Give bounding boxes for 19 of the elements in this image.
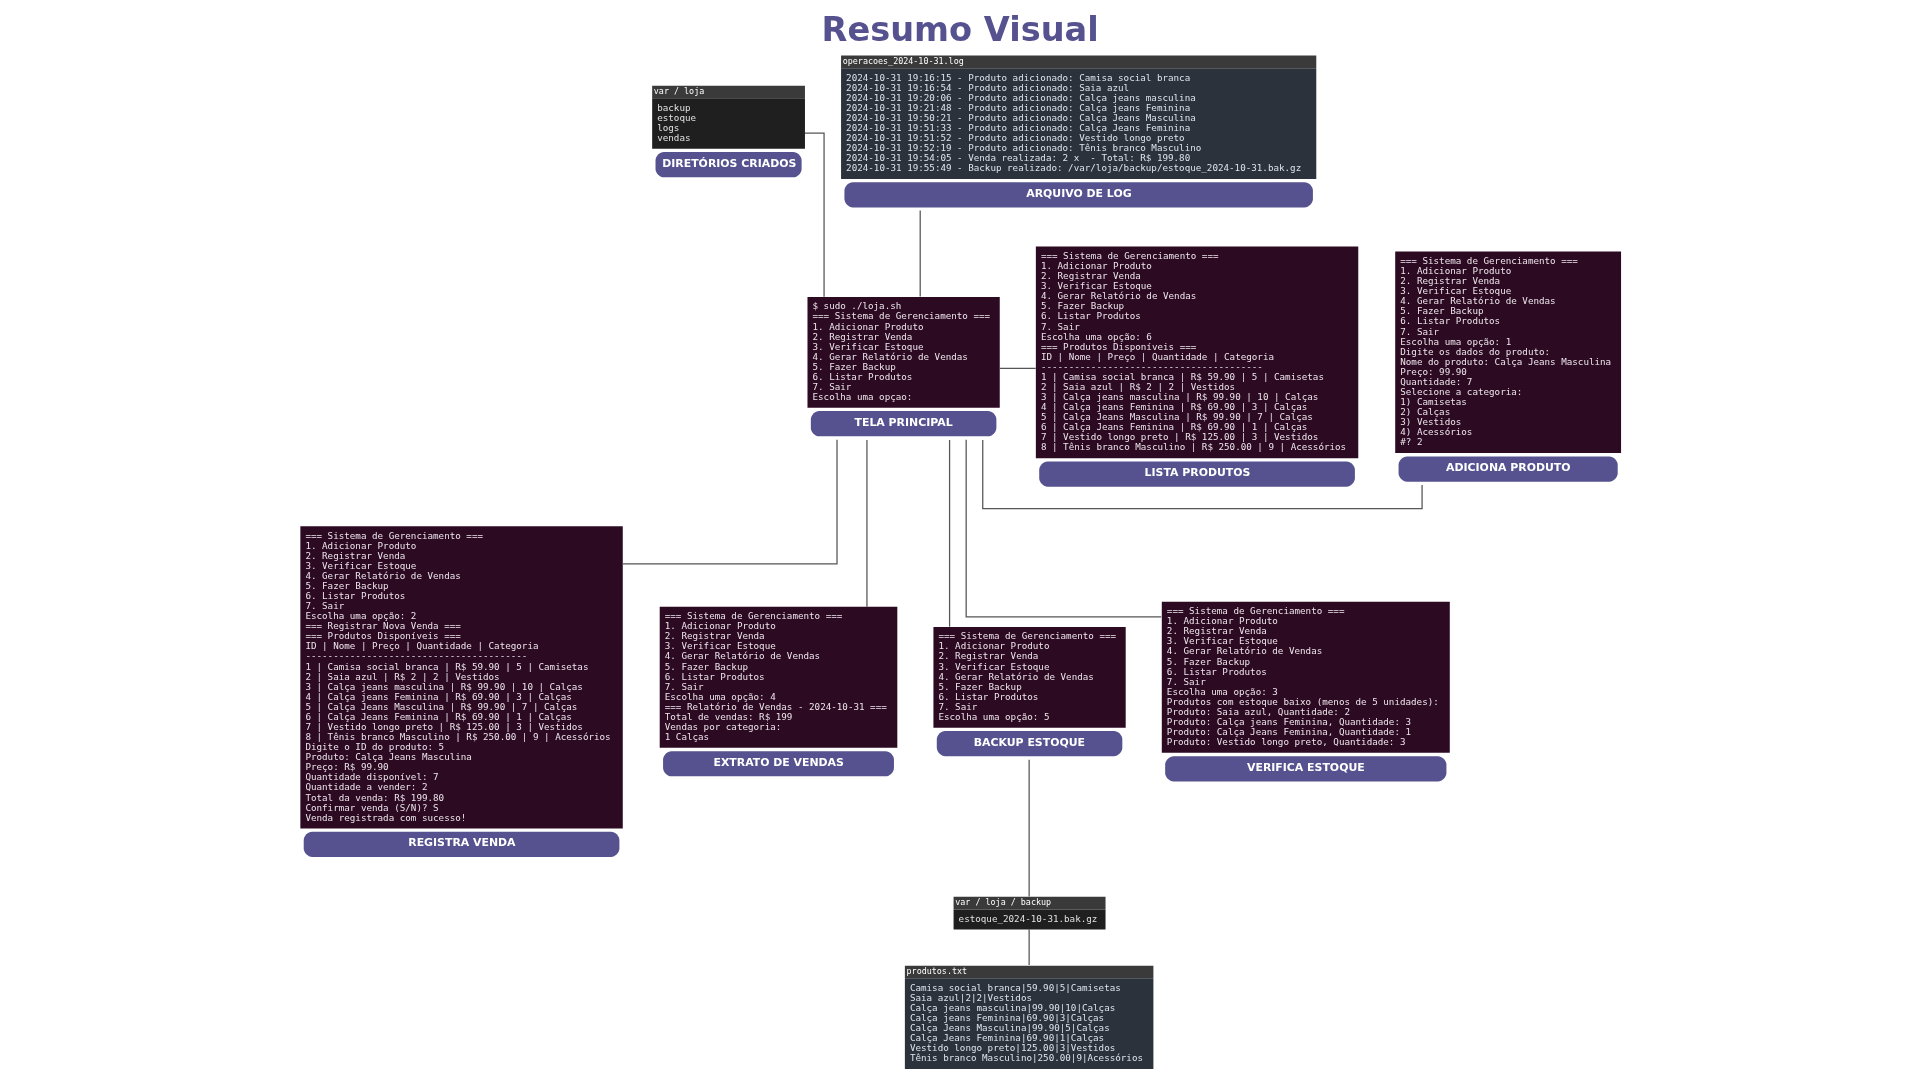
connector bbox=[1028, 759, 1030, 898]
node-label: TELA PRINCIPAL bbox=[854, 415, 953, 429]
node-label: EXTRATO DE VENDAS bbox=[712, 755, 844, 769]
connector bbox=[981, 439, 1423, 510]
connector bbox=[948, 439, 950, 628]
connector bbox=[1028, 928, 1030, 966]
connector bbox=[865, 439, 868, 608]
node-label: ARQUIVO DE LOG bbox=[1025, 186, 1132, 200]
node-label: LISTA PRODUTOS bbox=[1144, 466, 1250, 480]
connector bbox=[965, 439, 1162, 618]
diagram-title: Resumo Visual bbox=[821, 9, 1099, 49]
node-label: VERIFICA ESTOQUE bbox=[1246, 760, 1365, 774]
node-label: ADICIONA PRODUTO bbox=[1445, 461, 1571, 475]
node-label: DIRETÓRIOS CRIADOS bbox=[661, 156, 796, 170]
node-label: REGISTRA VENDA bbox=[407, 836, 516, 850]
connector bbox=[998, 367, 1036, 369]
node-label: BACKUP ESTOQUE bbox=[973, 735, 1085, 749]
connector bbox=[919, 209, 921, 298]
connector bbox=[621, 439, 838, 565]
